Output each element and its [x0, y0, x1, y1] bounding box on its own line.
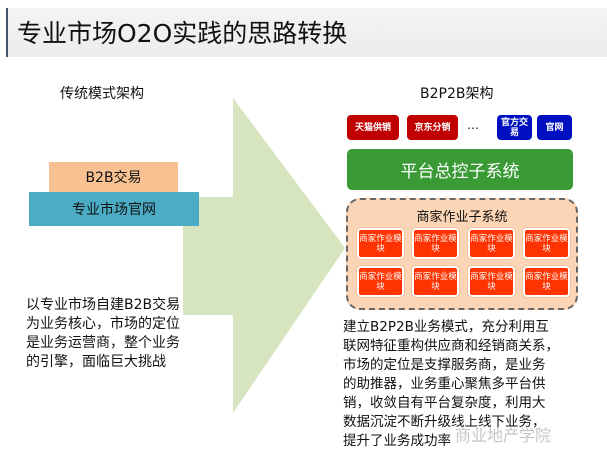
text-line: 以专业市场自建B2B交易 — [26, 297, 181, 313]
channel-tmall: 天猫供销 — [347, 115, 399, 140]
merchant-module: 商家作业模块 — [412, 266, 459, 297]
text-line: 数据沉淀不断升级线上线下业务， — [343, 414, 546, 430]
merchant-module: 商家作业模块 — [357, 266, 404, 297]
text-line: 的引擎，面临巨大挑战 — [26, 354, 166, 370]
merchant-subsystem-title: 商家作业子系统 — [416, 210, 508, 225]
channel-jd: 京东分销 — [407, 115, 458, 140]
merchant-module: 商家作业模块 — [468, 266, 515, 297]
channel-official-trade: 官方交易 — [497, 115, 532, 140]
b2b-trade-box: B2B交易 — [49, 162, 178, 192]
platform-control-subsystem: 平台总控子系统 — [347, 149, 573, 190]
text-line: 提升了业务成功率 — [343, 433, 451, 449]
traditional-description: 以专业市场自建B2B交易 为业务核心，市场的定位 是业务运营商，整个业务 的引擎… — [26, 296, 180, 372]
traditional-heading: 传统模式架构 — [60, 86, 144, 102]
channel-official-site: 官网 — [537, 115, 572, 140]
market-website-box: 专业市场官网 — [29, 192, 199, 226]
b2p2b-heading: B2P2B架构 — [420, 86, 494, 102]
channel-ellipsis: … — [467, 118, 479, 132]
page-title: 专业市场O2O实践的思路转换 — [17, 19, 348, 48]
text-line: 销，收敛自有平台复杂度，利用大 — [343, 395, 546, 411]
merchant-module: 商家作业模块 — [523, 266, 570, 297]
merchant-module: 商家作业模块 — [523, 228, 570, 259]
title-bar — [6, 8, 607, 57]
merchant-module: 商家作业模块 — [412, 228, 459, 259]
text-line: 是业务运营商，整个业务 — [26, 335, 180, 351]
text-line: 市场的定位是支撑服务商，是业务 — [343, 357, 546, 373]
text-line: 联网特征重构供应商和经销商关系， — [343, 338, 559, 354]
b2p2b-description: 建立B2P2B业务模式，充分利用互 联网特征重构供应商和经销商关系， 市场的定位… — [343, 318, 559, 451]
text-line: 建立B2P2B业务模式，充分利用互 — [343, 319, 549, 335]
text-line: 的助推器，业务重心聚焦多平台供 — [343, 376, 546, 392]
merchant-module: 商家作业模块 — [357, 228, 404, 259]
text-line: 为业务核心，市场的定位 — [26, 316, 180, 332]
merchant-module: 商家作业模块 — [468, 228, 515, 259]
merchant-subsystem: 商家作业子系统 商家作业模块商家作业模块商家作业模块商家作业模块商家作业模块商家… — [346, 198, 578, 310]
watermark: 商业地产学院 — [455, 426, 552, 445]
